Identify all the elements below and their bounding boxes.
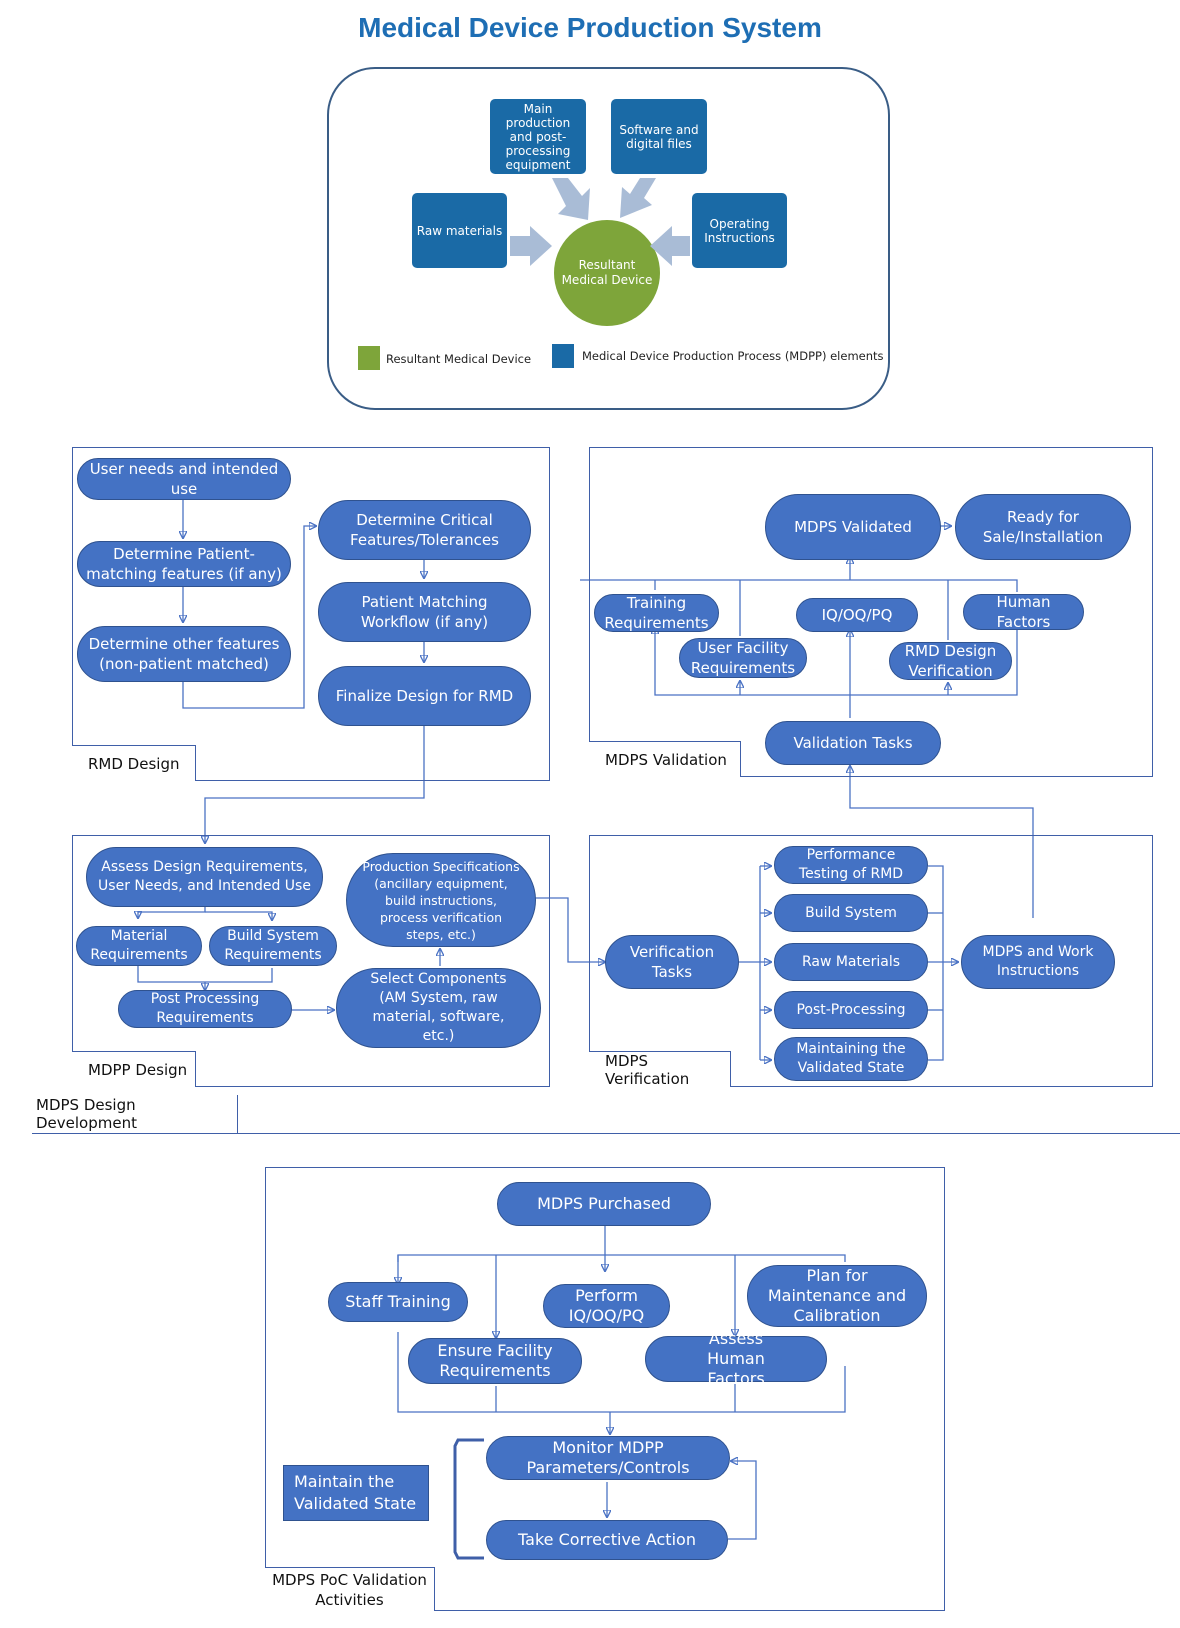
mdps-purchased-node: MDPS Purchased <box>497 1182 711 1226</box>
ensure-facility-node: Ensure Facility Requirements <box>408 1338 582 1384</box>
resultant-device-circle: Resultant Medical Device <box>554 220 660 326</box>
diagram-title: Medical Device Production System <box>358 12 822 43</box>
other-features-node: Determine other features (non-patient ma… <box>77 626 291 682</box>
user-facility-node: User Facility Requirements <box>679 638 807 678</box>
raw-materials-box: Raw materials <box>412 193 507 268</box>
critical-features-node: Determine Critical Features/Tolerances <box>318 500 531 560</box>
mdps-verification-label: MDPS Verification <box>589 1051 731 1088</box>
mdps-design-development-label: MDPS Design Development <box>32 1095 238 1133</box>
poc-validation-frame <box>265 1167 945 1611</box>
mdpp-design-label: MDPP Design <box>72 1051 196 1087</box>
staff-training-node: Staff Training <box>328 1282 468 1322</box>
monitor-mdpp-node: Monitor MDPP Parameters/Controls <box>486 1436 730 1480</box>
raw-materials-node: Raw Materials <box>774 943 928 981</box>
maintain-validated-state-box: Maintain the Validated State <box>283 1465 429 1521</box>
mdps-work-instructions-node: MDPS and Work Instructions <box>961 935 1115 989</box>
verification-tasks-node: Verification Tasks <box>605 935 739 989</box>
take-corrective-action-node: Take Corrective Action <box>486 1520 728 1560</box>
build-system-node: Build System <box>774 894 928 932</box>
legend-green-swatch <box>358 346 380 370</box>
validation-tasks-node: Validation Tasks <box>765 721 941 765</box>
rmd-design-frame <box>72 447 550 781</box>
software-box: Software and digital files <box>611 99 707 174</box>
build-system-requirements-node: Build System Requirements <box>209 926 337 966</box>
finalize-design-node: Finalize Design for RMD <box>318 666 531 726</box>
perform-iq-oq-pq-node: Perform IQ/OQ/PQ <box>543 1284 670 1328</box>
legend-blue-swatch <box>552 344 574 368</box>
poc-validation-label: MDPS PoC Validation Activities <box>265 1567 435 1611</box>
iq-oq-pq-node: IQ/OQ/PQ <box>796 598 918 632</box>
mdps-validated-node: MDPS Validated <box>765 494 941 560</box>
main-equipment-box: Main production and post-processing equi… <box>490 99 586 174</box>
legend-blue-label: Medical Device Production Process (MDPP)… <box>582 349 884 363</box>
material-requirements-node: Material Requirements <box>76 926 202 966</box>
post-processing-node: Post-Processing <box>774 991 928 1029</box>
human-factors-node: Human Factors <box>963 593 1084 631</box>
legend-green-label: Resultant Medical Device <box>386 352 532 366</box>
maintaining-validated-state-node: Maintaining the Validated State <box>774 1037 928 1081</box>
plan-maintenance-node: Plan for Maintenance and Calibration <box>747 1265 927 1327</box>
production-specifications-node: Production Specifications (ancillary equ… <box>346 853 536 947</box>
select-components-node: Select Components (AM System, raw materi… <box>336 968 541 1048</box>
rmd-design-label: RMD Design <box>72 745 196 781</box>
mdps-validation-label: MDPS Validation <box>589 741 741 777</box>
operating-instructions-box: Operating Instructions <box>692 193 787 268</box>
design-development-divider <box>32 1133 1180 1134</box>
patient-matching-features-node: Determine Patient-matching features (if … <box>77 541 291 587</box>
user-needs-node: User needs and intended use <box>77 458 291 500</box>
mdps-validation-frame <box>589 447 1153 777</box>
mdpp-design-frame <box>72 835 550 1087</box>
rmd-design-verification-node: RMD Design Verification <box>889 642 1012 680</box>
assess-human-factors-node: Assess Human Factors <box>645 1329 827 1388</box>
post-processing-requirements-node: Post Processing Requirements <box>118 990 292 1028</box>
performance-testing-node: Performance Testing of RMD <box>774 846 928 884</box>
training-requirements-node: Training Requirements <box>594 594 719 632</box>
mdps-verification-frame <box>589 835 1153 1087</box>
ready-for-sale-node: Ready for Sale/Installation <box>955 494 1131 560</box>
assess-requirements-node: Assess Design Requirements, User Needs, … <box>86 847 323 907</box>
patient-workflow-node: Patient Matching Workflow (if any) <box>318 582 531 642</box>
